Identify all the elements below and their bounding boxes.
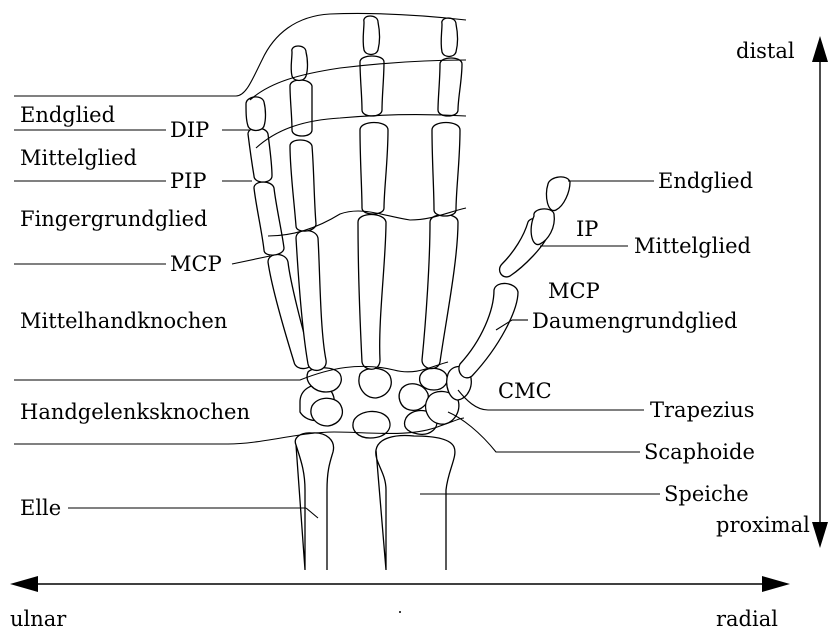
label-radial: radial (716, 607, 778, 631)
proximal-phalanx-bone (290, 140, 316, 231)
ulna-bone (295, 433, 333, 570)
carpal-bone (353, 411, 390, 438)
label-mcp-finger: MCP (170, 252, 222, 276)
arrow-left-head (10, 576, 38, 592)
label-daumengrundglied: Daumengrundglied (532, 309, 737, 333)
carpal-bone (359, 368, 391, 398)
label-speiche: Speiche (664, 482, 749, 506)
distal-phalanx-bone (291, 46, 307, 81)
thumb-metacarpal-bone (459, 283, 518, 377)
metacarpal-bone (422, 215, 458, 369)
dip-joint-line (250, 60, 466, 100)
label-mittelhandknochen: Mittelhandknochen (20, 309, 227, 333)
label-endglied-thumb: Endglied (658, 169, 753, 193)
label-elle: Elle (20, 496, 61, 520)
label-distal: distal (736, 39, 795, 63)
label-scaphoide: Scaphoide (644, 440, 755, 464)
bones (246, 16, 570, 570)
center-dot (399, 611, 401, 613)
label-trapezius: Trapezius (650, 398, 755, 422)
label-handgelenksknochen: Handgelenksknochen (20, 400, 250, 424)
label-pip: PIP (170, 169, 207, 193)
carpal-bone (420, 368, 448, 390)
label-mittelglied-thumb: Mittelglied (634, 234, 751, 258)
label-fingergrundglied: Fingergrundglied (20, 207, 207, 231)
thumb-middle-phalanx-bone (531, 209, 554, 245)
label-endglied-finger: Endglied (20, 103, 115, 127)
proximal-phalanx-bone (254, 182, 284, 255)
leader-mcp (232, 256, 270, 264)
label-ulnar: ulnar (10, 607, 67, 631)
distal-phalanx-bone (246, 97, 266, 131)
label-mcp-thumb: MCP (548, 279, 600, 303)
thumb-distal-phalanx-bone (546, 177, 570, 211)
distal-phalanx-bone (441, 18, 457, 57)
proximal-phalanx-bone (360, 123, 388, 215)
proximal-phalanx-bone (432, 123, 460, 217)
label-mittelglied-finger: Mittelglied (20, 146, 137, 170)
fingertip-outline (14, 13, 466, 96)
arrow-up-head (812, 36, 828, 62)
middle-phalanx-bone (290, 80, 312, 136)
label-ip: IP (576, 217, 598, 241)
middle-phalanx-bone (248, 128, 272, 182)
leader-scaphoide (448, 412, 640, 452)
arrow-down-head (812, 522, 828, 548)
middle-phalanx-bone (438, 58, 462, 116)
label-proximal: proximal (716, 513, 810, 537)
metacarpal-bone (358, 215, 386, 370)
carpal-bone (311, 398, 342, 426)
label-cmc: CMC (498, 379, 552, 403)
arrow-right-head (762, 576, 790, 592)
label-dip: DIP (170, 118, 209, 142)
labels: distal proximal ulnar radial Endglied DI… (10, 39, 810, 631)
distal-phalanx-bone (363, 16, 379, 55)
radius-bone (376, 436, 455, 570)
